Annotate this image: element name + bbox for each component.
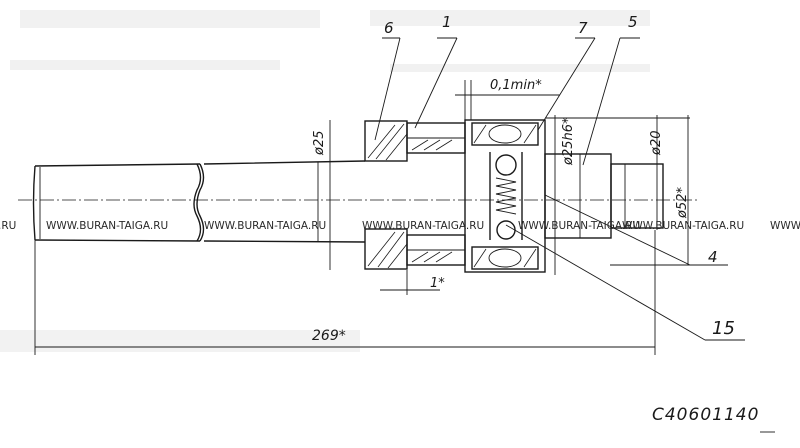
dim-offset: 1* — [430, 276, 445, 291]
shaft-end-part-5 — [544, 153, 664, 239]
part-label-1: 1 — [442, 13, 452, 31]
dim-total-length: 269* — [312, 328, 346, 344]
part-label-4: 4 — [708, 248, 718, 266]
part-label-5: 5 — [628, 13, 638, 31]
part-label-7: 7 — [578, 19, 588, 37]
background-noise — [0, 10, 650, 352]
dim-fit-dia: ø25h6* — [561, 117, 576, 166]
part-label-15: 15 — [712, 318, 735, 339]
watermark-text: .RU — [0, 220, 16, 232]
watermark-text: WWW.BURAN-TAIGA.RU — [204, 220, 326, 232]
bearing-part-7 — [464, 119, 546, 273]
dimension-texts: 0,1min* ø25 ø25h6* ø20 ø52* 1* 269* — [312, 78, 690, 344]
dim-shaft-dia: ø25 — [312, 131, 327, 157]
break-line-left — [196, 163, 205, 242]
dim-outer-dia: ø52* — [675, 187, 690, 219]
watermark-text: WWW.BURAN-TAIGA.RU — [46, 220, 168, 232]
watermark-row: .RU WWW.BURAN-TAIGA.RU WWW.BURAN-TAIGA.R… — [0, 220, 800, 232]
watermark-text: WWW.BURAN-TAIGA.RU — [362, 220, 484, 232]
watermark-text: WWW.BURAN-TAIGA.RU — [518, 220, 640, 232]
ring-part-1 — [406, 122, 466, 266]
dimension-lines — [34, 37, 745, 355]
shaft — [32, 160, 366, 243]
dim-gap: 0,1min* — [490, 78, 542, 93]
part-labels: 6 1 7 5 4 15 — [384, 13, 735, 339]
sleeve-part-6 — [364, 120, 408, 270]
watermark-text: WWW.BURAN-TAIGA.RU — [622, 220, 744, 232]
drawing-number: C40601140 — [652, 405, 759, 425]
part-label-6: 6 — [384, 19, 394, 37]
watermark-text: WWW. — [770, 220, 800, 232]
dim-end-dia: ø20 — [649, 131, 664, 157]
